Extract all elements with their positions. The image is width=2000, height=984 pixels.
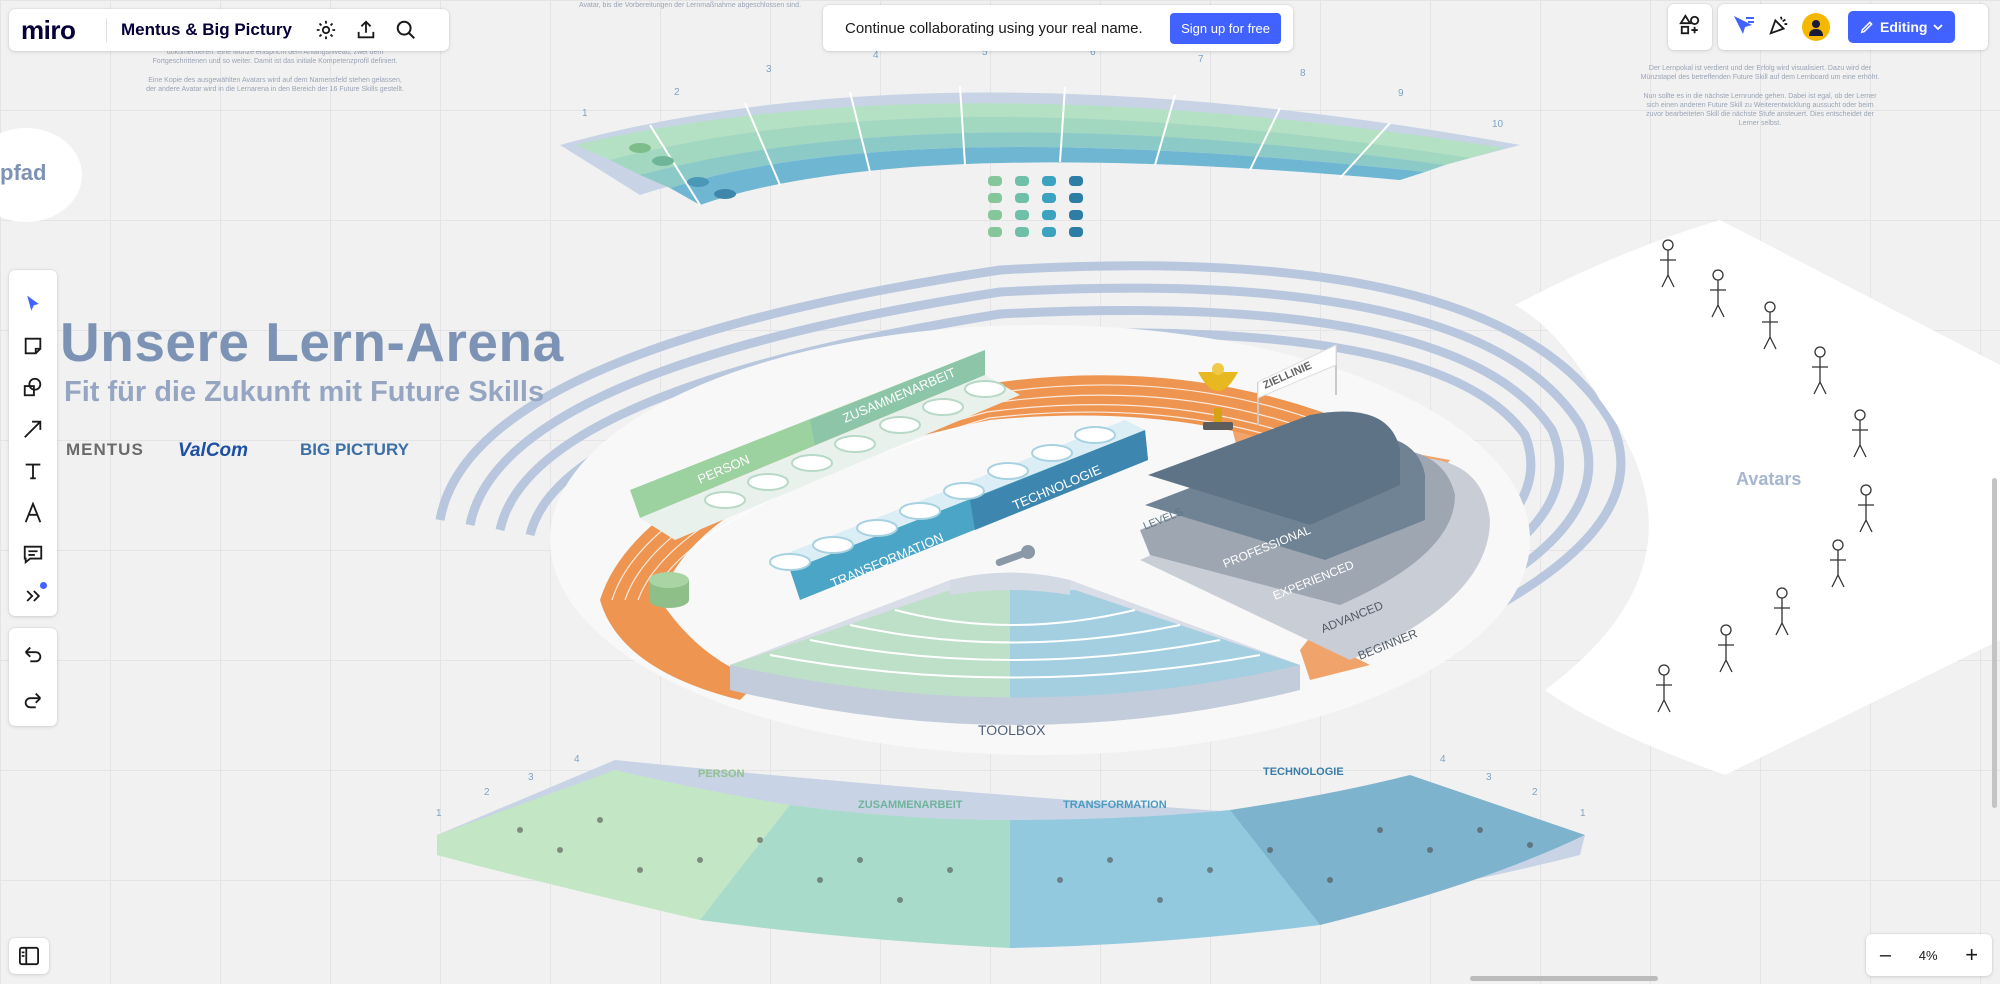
zoom-in-button[interactable]: + xyxy=(1965,942,1979,967)
arena-title: Unsere Lern-Arena xyxy=(60,311,564,373)
toolbox-label: TOOLBOX xyxy=(978,722,1046,738)
top-arc-num: 4 xyxy=(873,50,879,61)
top-arc-chart: 1 2 3 4 5 6 7 8 9 10 xyxy=(560,47,1520,206)
miro-logo[interactable]: miro xyxy=(21,14,76,45)
avatar-zone xyxy=(1515,220,2000,775)
bottom-num: 3 xyxy=(1486,772,1492,783)
skill-strip-upper[interactable]: PERSON ZUSAMMENARBEIT xyxy=(630,350,1020,540)
top-arc-num: 9 xyxy=(1398,88,1404,99)
note-left-2: Eine Kopie des ausgewählten Avatars wird… xyxy=(146,77,404,93)
chevron-down-icon xyxy=(1933,24,1944,31)
editing-label: Editing xyxy=(1880,19,1928,35)
pfad-label: pfad xyxy=(0,160,47,185)
avatars-label: Avatars xyxy=(1736,469,1802,489)
top-arc-num: 5 xyxy=(982,47,988,58)
bottom-label-transformation: TRANSFORMATION xyxy=(1063,799,1167,811)
wrench-icon xyxy=(995,545,1035,567)
coin-grid[interactable] xyxy=(988,176,1083,237)
top-arc-num: 2 xyxy=(674,87,680,98)
chevron-double-right-icon[interactable] xyxy=(13,576,53,616)
signup-button[interactable]: Sign up for free xyxy=(1170,12,1281,44)
redo-icon[interactable] xyxy=(13,680,53,720)
upload-icon[interactable] xyxy=(346,10,386,50)
bottom-num: 2 xyxy=(1532,787,1538,798)
board-title[interactable]: Mentus & Big Pictury xyxy=(106,18,306,42)
collaborate-banner: Continue collaborating using your real n… xyxy=(823,5,1293,51)
top-arc-num: 6 xyxy=(1090,47,1096,58)
editing-mode-button[interactable]: Editing xyxy=(1848,11,1956,43)
bottom-num: 4 xyxy=(1440,754,1446,765)
coin-stack[interactable] xyxy=(649,572,689,608)
brand-bigpictury-logo: BIG PICTURY xyxy=(300,440,409,459)
shapes-icon[interactable] xyxy=(13,368,53,408)
bottom-num: 1 xyxy=(1580,808,1586,819)
text-icon[interactable] xyxy=(13,451,53,491)
note-right-2: Nun sollte es in die nächste Lernrunde g… xyxy=(1643,93,1877,127)
notification-dot xyxy=(40,582,47,590)
trophy-icon[interactable] xyxy=(1198,363,1238,430)
bottom-label-zusammenarbeit: ZUSAMMENARBEIT xyxy=(858,799,963,811)
top-arc-num: 8 xyxy=(1300,68,1306,79)
left-toolbar xyxy=(9,270,57,616)
undo-redo-panel xyxy=(9,628,57,726)
bottom-num: 4 xyxy=(574,754,580,765)
brand-valcom-logo: ValCom xyxy=(178,440,249,461)
zoom-out-button[interactable]: – xyxy=(1879,943,1891,966)
note-left-1: dokumentieren. Eine Münze entspricht dem… xyxy=(152,49,398,65)
shapes-plus-icon[interactable] xyxy=(1679,13,1701,41)
note-top-center: Avatar, bis die Vorbereitungen der Lernm… xyxy=(578,2,802,9)
search-icon[interactable] xyxy=(386,10,426,50)
zoom-controls: – 4% + xyxy=(1866,934,1992,976)
zoom-level[interactable]: 4% xyxy=(1918,947,1938,963)
sticky-note-icon[interactable] xyxy=(13,326,53,366)
avatar-figures[interactable] xyxy=(1656,239,1874,713)
top-arc-num: 3 xyxy=(766,64,772,75)
bottom-label-person: PERSON xyxy=(698,768,745,780)
apps-panel xyxy=(1668,4,1712,50)
arrow-line-icon[interactable] xyxy=(13,409,53,449)
top-arc-num: 1 xyxy=(582,108,588,119)
brand-mentus-logo: MENTUS xyxy=(66,440,144,459)
sidebar-panel-icon[interactable] xyxy=(9,938,49,974)
top-arc-num: 7 xyxy=(1198,54,1204,65)
user-avatar[interactable] xyxy=(1802,13,1830,41)
cursor-follow-icon[interactable] xyxy=(1732,14,1756,41)
toolbox-tribune[interactable]: TOOLBOX xyxy=(730,545,1300,738)
bottom-label-technologie: TECHNOLOGIE xyxy=(1263,766,1344,778)
collaborate-text: Continue collaborating using your real n… xyxy=(845,19,1143,37)
comment-icon[interactable] xyxy=(13,535,53,575)
board-header: miro Mentus & Big Pictury xyxy=(9,9,449,51)
arena-subtitle: Fit für die Zukunft mit Future Skills xyxy=(64,376,545,408)
top-arc-num: 10 xyxy=(1492,119,1504,130)
celebrate-icon[interactable] xyxy=(1768,14,1790,41)
note-right-1: Der Lernpokal ist verdient und der Erfol… xyxy=(1640,65,1880,81)
collaboration-tools: Editing xyxy=(1718,4,1988,50)
cursor-icon[interactable] xyxy=(13,284,53,324)
bottom-num: 1 xyxy=(436,808,442,819)
vertical-scrollbar[interactable] xyxy=(1992,478,1997,808)
pencil-icon xyxy=(1860,21,1873,34)
bottom-num: 3 xyxy=(528,772,534,783)
gear-icon[interactable] xyxy=(306,10,346,50)
horizontal-scrollbar[interactable] xyxy=(1470,976,1658,981)
bottom-arc-chart: 1 2 3 4 4 3 2 1 PERSON ZUSAMMENARBEIT TR… xyxy=(436,754,1586,948)
skill-strip-lower[interactable]: TRANSFORMATION TECHNOLOGIE xyxy=(769,420,1148,600)
bottom-num: 2 xyxy=(484,787,490,798)
pen-icon[interactable] xyxy=(13,493,53,533)
undo-icon[interactable] xyxy=(13,634,53,674)
